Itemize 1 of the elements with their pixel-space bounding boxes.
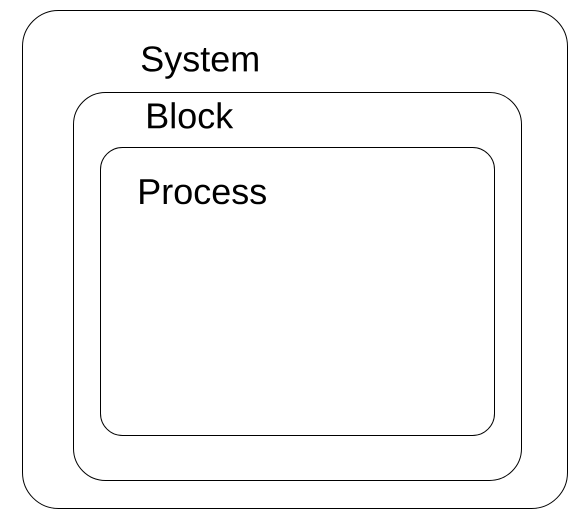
rounded-box: Process: [100, 147, 495, 436]
